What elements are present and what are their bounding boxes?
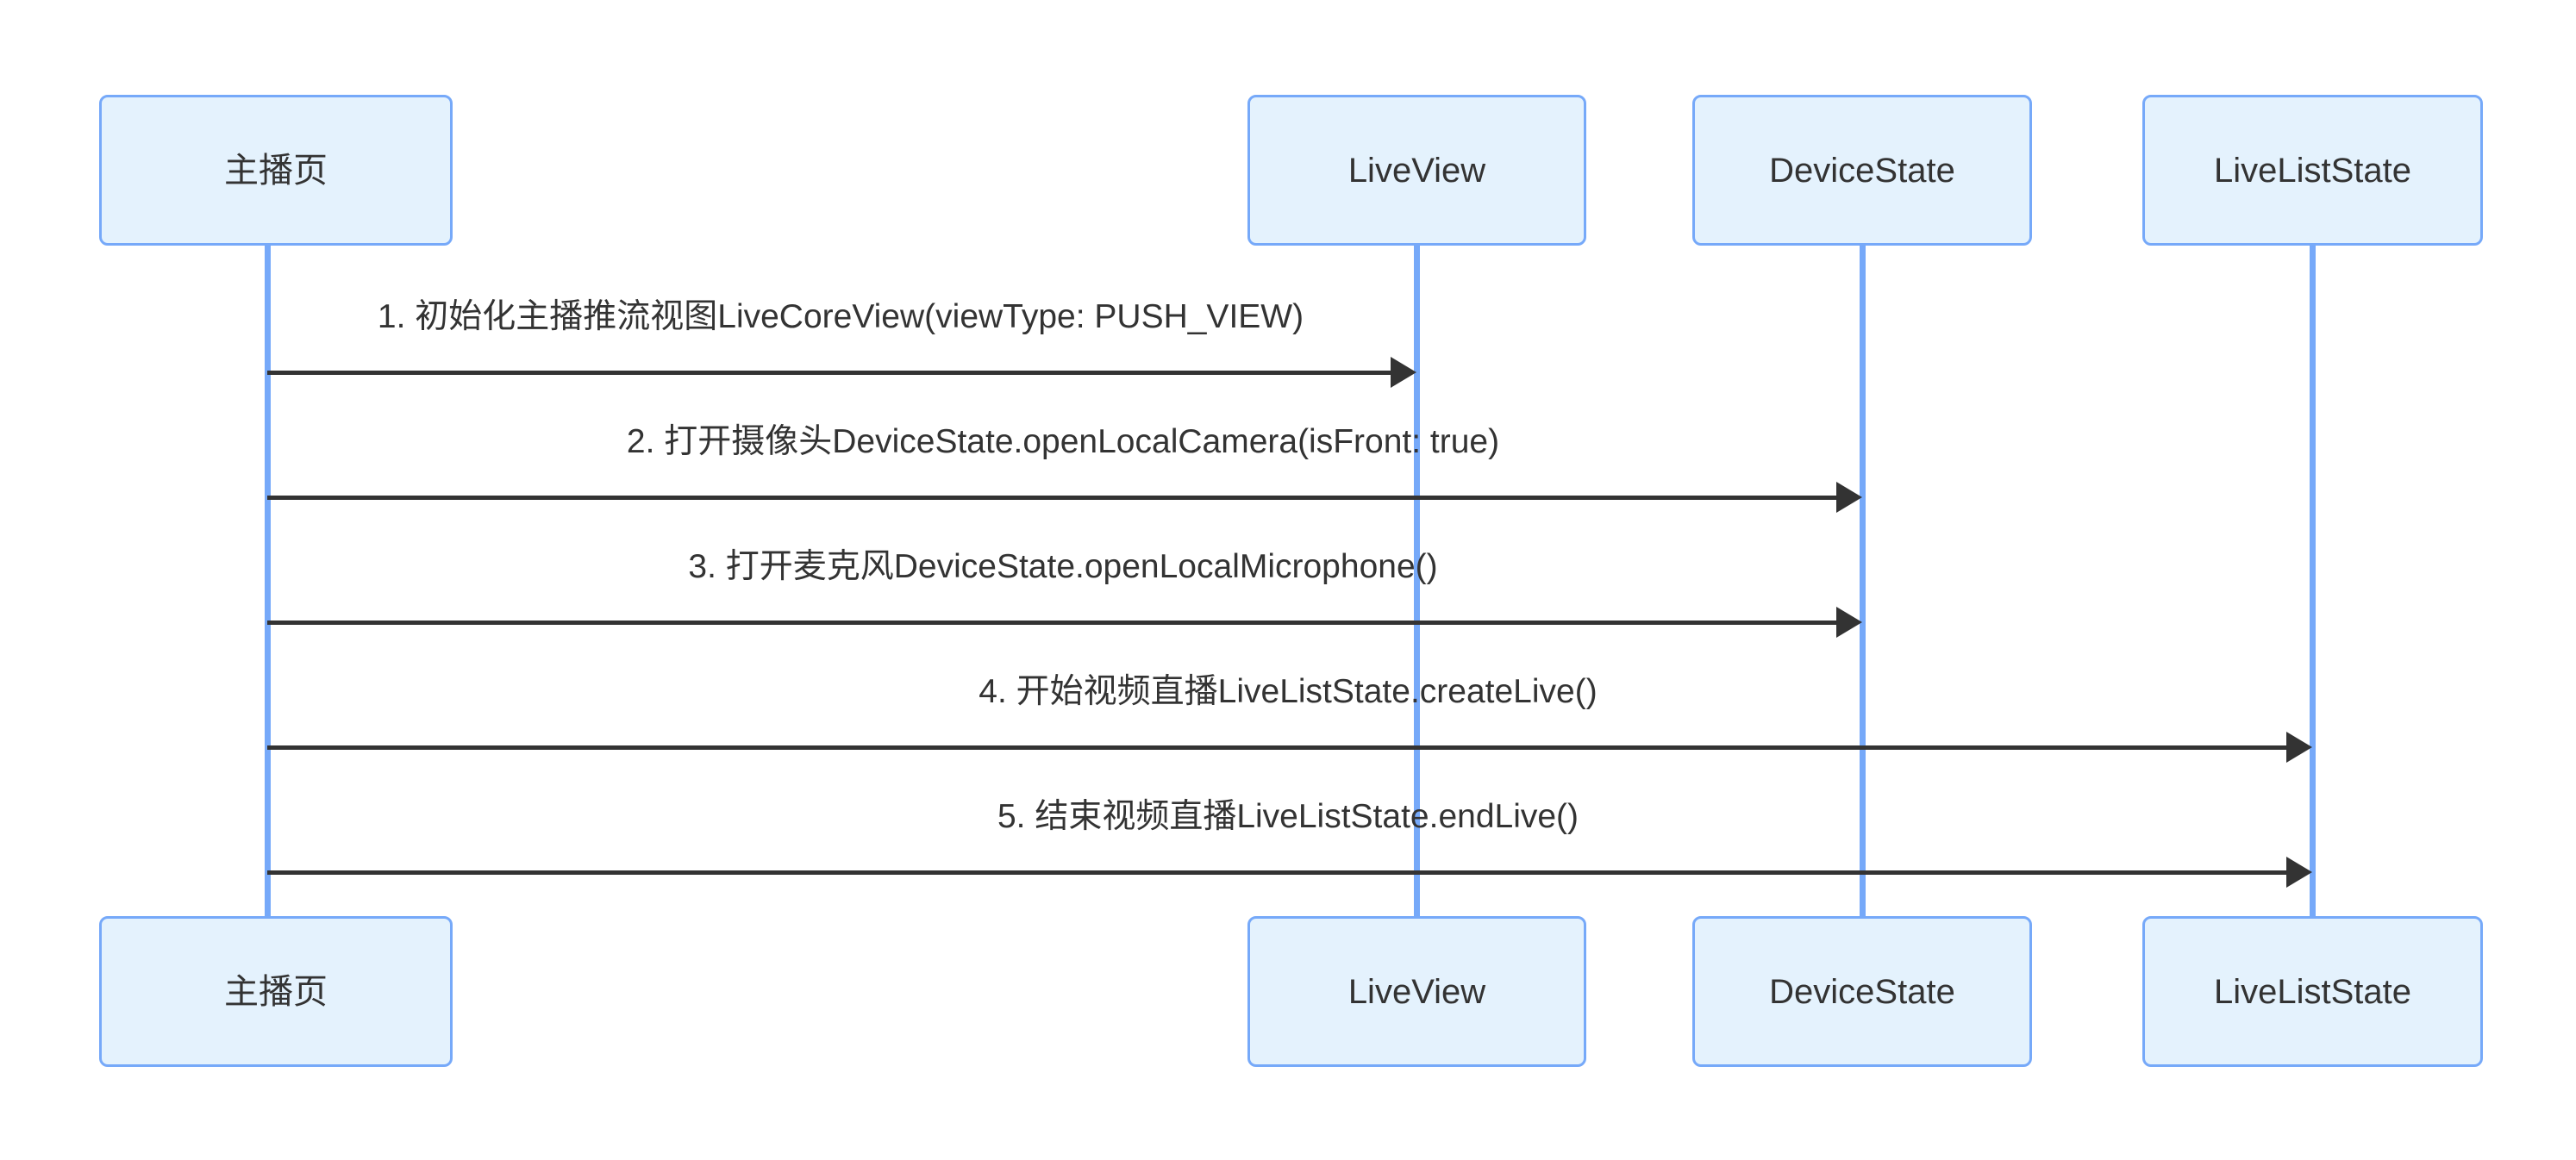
participant-box-host-page-bottom[interactable]: 主播页 — [99, 916, 453, 1067]
participant-label-host-page-bottom: 主播页 — [224, 972, 328, 1011]
participant-label-device-state-bottom: DeviceState — [1769, 972, 1955, 1011]
message-arrowhead-1 — [1391, 357, 1416, 388]
message-arrowhead-2 — [1836, 482, 1862, 513]
message-label-5: 5. 结束视频直播LiveListState.endLive() — [997, 798, 1579, 835]
message-line-4 — [267, 745, 2288, 750]
message-label-3: 3. 打开麦克风DeviceState.openLocalMicrophone(… — [688, 548, 1438, 585]
participant-label-live-view-bottom: LiveView — [1347, 972, 1486, 1011]
message-line-5 — [267, 870, 2288, 875]
participant-label-live-view-top: LiveView — [1347, 151, 1486, 190]
participant-box-device-state-top[interactable]: DeviceState — [1692, 95, 2032, 246]
participant-box-live-list-state-bottom[interactable]: LiveListState — [2142, 916, 2483, 1067]
participant-label-live-list-state-top: LiveListState — [2213, 151, 2412, 190]
message-arrowhead-5 — [2286, 857, 2312, 888]
lifeline-device-state — [1860, 244, 1866, 916]
lifeline-host-page — [265, 244, 271, 916]
participant-box-host-page-top[interactable]: 主播页 — [99, 95, 453, 246]
message-line-1 — [267, 371, 1392, 375]
lifeline-live-view — [1414, 244, 1420, 916]
message-label-4: 4. 开始视频直播LiveListState.createLive() — [979, 673, 1597, 710]
participant-label-live-list-state-bottom: LiveListState — [2213, 972, 2412, 1011]
lifeline-live-list-state — [2310, 244, 2316, 916]
message-line-3 — [267, 621, 1838, 625]
participant-label-host-page-top: 主播页 — [224, 151, 328, 190]
message-arrowhead-4 — [2286, 732, 2312, 763]
message-label-1: 1. 初始化主播推流视图LiveCoreView(viewType: PUSH_… — [377, 298, 1304, 335]
participant-label-device-state-top: DeviceState — [1769, 151, 1955, 190]
message-label-2: 2. 打开摄像头DeviceState.openLocalCamera(isFr… — [626, 423, 1500, 460]
participant-box-live-view-top[interactable]: LiveView — [1247, 95, 1586, 246]
participant-box-live-list-state-top[interactable]: LiveListState — [2142, 95, 2483, 246]
message-line-2 — [267, 496, 1838, 500]
message-arrowhead-3 — [1836, 607, 1862, 638]
participant-box-device-state-bottom[interactable]: DeviceState — [1692, 916, 2032, 1067]
participant-box-live-view-bottom[interactable]: LiveView — [1247, 916, 1586, 1067]
